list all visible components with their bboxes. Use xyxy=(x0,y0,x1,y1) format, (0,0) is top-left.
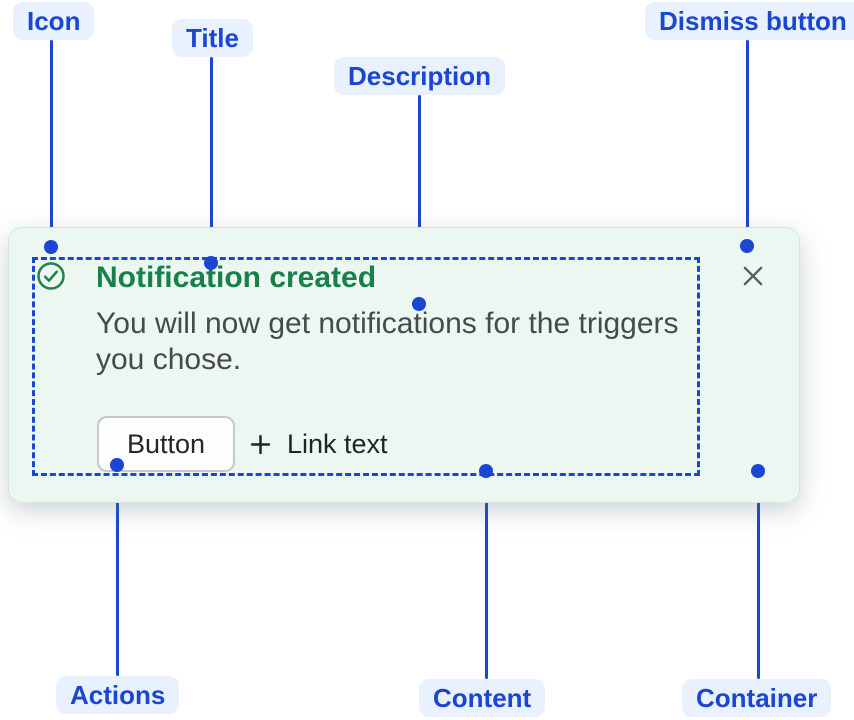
flag-description: You will now get notifications for the t… xyxy=(96,307,679,376)
callout-label-content: Content xyxy=(419,679,546,717)
callout-dot-dismiss xyxy=(740,239,754,253)
callout-line-dismiss xyxy=(746,40,749,241)
callout-line-title xyxy=(210,57,213,258)
callout-dot-content xyxy=(479,464,493,478)
callout-dot-container xyxy=(751,464,765,478)
callout-dot-actions xyxy=(110,458,124,472)
callout-label-icon: Icon xyxy=(13,2,95,40)
callout-label-title: Title xyxy=(172,19,253,57)
content-region-outline xyxy=(32,257,700,476)
callout-label-description: Description xyxy=(334,57,506,95)
callout-line-container xyxy=(757,472,760,679)
callout-line-description xyxy=(418,95,421,299)
flag-link-action[interactable]: Link text xyxy=(247,416,388,472)
plus-icon xyxy=(247,431,274,458)
dismiss-button[interactable] xyxy=(738,261,768,291)
flag-link-label: Link text xyxy=(287,428,388,459)
callout-dot-description xyxy=(412,297,426,311)
flag-action-button[interactable]: Button xyxy=(97,416,236,472)
callout-line-icon xyxy=(50,40,53,242)
callout-label-container: Container xyxy=(682,679,832,717)
callout-label-actions: Actions xyxy=(56,676,180,714)
callout-line-actions xyxy=(116,466,119,676)
callout-label-dismiss: Dismiss button xyxy=(645,2,854,40)
flag-title: Notification created xyxy=(96,261,377,294)
callout-dot-title xyxy=(204,256,218,270)
callout-dot-icon xyxy=(44,240,58,254)
check-circle-icon xyxy=(36,261,66,291)
flag-action-button-label: Button xyxy=(127,428,206,459)
callout-line-content xyxy=(485,472,488,679)
cross-icon xyxy=(739,262,767,290)
